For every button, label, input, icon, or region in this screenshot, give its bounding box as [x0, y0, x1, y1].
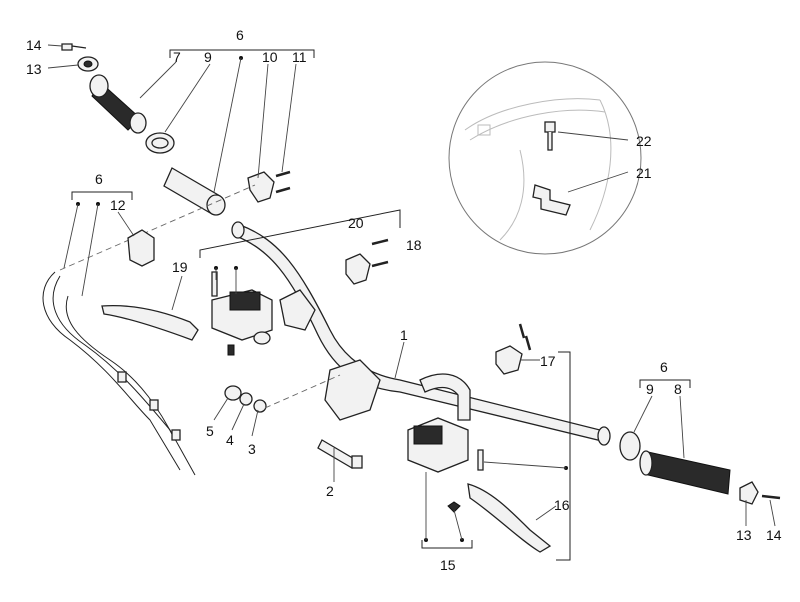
label-11: 11 — [292, 49, 307, 65]
label-13-top: 13 — [26, 61, 42, 77]
label-13-right: 13 — [736, 527, 752, 543]
bolt-2-icon — [317, 439, 363, 469]
screw-14-icon — [61, 43, 87, 51]
cables — [42, 271, 196, 476]
label-6-left: 6 — [95, 171, 103, 187]
label-12: 12 — [110, 197, 126, 213]
right-brake-lever-16 — [407, 417, 552, 553]
leader-lines — [47, 44, 776, 541]
screw-11-icon — [275, 170, 291, 194]
handlebar-1 — [231, 221, 611, 446]
washer-3-icon — [253, 399, 267, 413]
label-1: 1 — [400, 327, 408, 343]
screw-14-right-icon — [761, 494, 781, 500]
switch-12 — [127, 229, 155, 267]
bracket-21-icon — [532, 184, 571, 216]
label-2: 2 — [326, 483, 334, 499]
group-brackets — [71, 49, 691, 561]
left-grip-assembly — [59, 43, 291, 271]
label-9-top: 9 — [204, 49, 212, 65]
label-19: 19 — [172, 259, 188, 275]
end-cap-13-right-icon — [739, 481, 759, 505]
label-8: 8 — [674, 381, 682, 397]
label-6-right: 6 — [660, 359, 668, 375]
clamp-17 — [495, 323, 532, 375]
label-6-top: 6 — [236, 27, 244, 43]
detail-inset — [448, 61, 642, 255]
label-15: 15 — [440, 557, 456, 573]
label-16: 16 — [554, 497, 570, 513]
label-9-right: 9 — [646, 381, 654, 397]
clamp-10-icon — [247, 171, 275, 203]
label-5: 5 — [206, 423, 214, 439]
label-21: 21 — [636, 165, 652, 181]
switch-20 — [345, 238, 389, 285]
label-20: 20 — [348, 215, 364, 231]
ring-9-right-icon — [619, 431, 641, 461]
label-22: 22 — [636, 133, 652, 149]
label-10: 10 — [262, 49, 278, 65]
label-4: 4 — [226, 432, 234, 448]
throttle-tube-icon — [163, 167, 226, 216]
label-14-right: 14 — [766, 527, 782, 543]
grip-7-icon — [89, 74, 147, 134]
label-17: 17 — [540, 353, 556, 369]
screw-22-icon — [544, 121, 556, 133]
right-grip-assembly — [619, 431, 781, 505]
label-18: 18 — [406, 237, 422, 253]
label-14-top: 14 — [26, 37, 42, 53]
left-brake-lever-19 — [101, 271, 273, 356]
label-3: 3 — [248, 441, 256, 457]
washer-4-icon — [239, 392, 253, 406]
callout-labels: 14 13 6 7 9 10 11 6 12 20 18 19 1 17 5 4… — [26, 27, 782, 573]
grip-8-icon — [643, 451, 731, 495]
nut-5-icon — [224, 385, 242, 401]
label-7: 7 — [173, 49, 181, 65]
